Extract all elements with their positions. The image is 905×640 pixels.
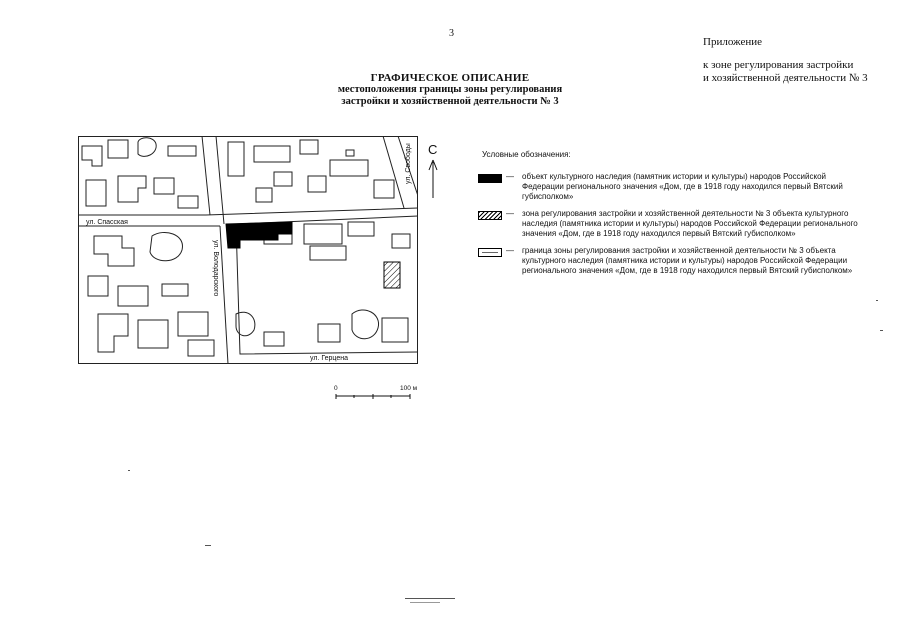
page-number: 3: [449, 28, 454, 39]
scan-speck: [405, 598, 455, 599]
legend-item-zone-boundary: — граница зоны регулирования застройки и…: [470, 246, 870, 276]
north-arrow-icon: С: [428, 142, 438, 198]
scale-start: 0: [334, 385, 338, 392]
scale-bar: 0 100 м: [320, 382, 430, 412]
street-gertsena: ул. Герцена: [310, 355, 348, 362]
title-line-1: ГРАФИЧЕСКОЕ ОПИСАНИЕ: [370, 72, 530, 84]
appendix-block: Приложение к зоне регулирования застройк…: [703, 36, 868, 85]
legend: Условные обозначения: — объект культурно…: [470, 150, 870, 283]
scan-speck: [880, 330, 883, 331]
legend-text: зона регулирования застройки и хозяйстве…: [522, 209, 858, 238]
north-label: С: [428, 142, 437, 157]
appendix-line-2: и хозяйственной деятельности № 3: [703, 72, 868, 84]
legend-item-regulation-zone: — зона регулирования застройки и хозяйст…: [470, 209, 870, 239]
appendix-line-1: к зоне регулирования застройки: [703, 59, 854, 71]
scan-speck: [128, 470, 130, 471]
legend-text: граница зоны регулирования застройки и х…: [522, 246, 853, 275]
street-volodarskogo: ул. Володарского: [212, 240, 219, 296]
street-svobody: ул. Свободы: [404, 143, 412, 184]
legend-dash: —: [506, 209, 514, 218]
legend-heading: Условные обозначения:: [482, 150, 571, 159]
title-line-2: местоположения границы зоны регулировани…: [337, 84, 563, 95]
map-drawing: ул. Спасская ул. Герцена ул. Володарског…: [78, 136, 418, 364]
scan-speck: [205, 545, 211, 546]
north-arrow: С: [420, 140, 446, 200]
street-spasskaya: ул. Спасская: [86, 219, 128, 226]
appendix-heading: Приложение: [703, 36, 763, 48]
title-line-3: застройки и хозяйственной деятельности №…: [341, 96, 559, 107]
scan-speck: [410, 602, 440, 603]
document-title: ГРАФИЧЕСКОЕ ОПИСАНИЕ местоположения гран…: [300, 72, 600, 108]
legend-text: объект культурного наследия (памятник ис…: [522, 172, 843, 201]
scan-speck: [876, 300, 878, 301]
scale-end: 100 м: [400, 385, 418, 392]
legend-item-heritage-object: — объект культурного наследия (памятник …: [470, 172, 870, 202]
site-map: ул. Спасская ул. Герцена ул. Володарског…: [78, 136, 418, 364]
legend-swatch-solid: [478, 174, 502, 183]
legend-swatch-boundary: [478, 248, 502, 257]
legend-swatch-hatched: [478, 211, 502, 220]
legend-dash: —: [506, 172, 514, 181]
legend-dash: —: [506, 246, 514, 255]
